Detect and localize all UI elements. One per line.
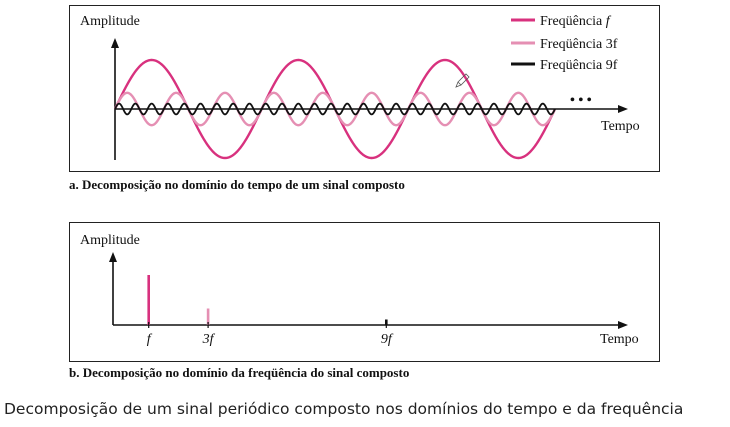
b-bars-group: f 3f 9f [147, 275, 394, 347]
legend-suffix-3f: 3f [606, 37, 618, 52]
legend-item-f: Freqüência f [511, 14, 612, 29]
a-x-axis-arrow [618, 105, 628, 113]
legend-suffix-9f: 9f [606, 58, 618, 73]
b-x-axis-label: Tempo [600, 332, 639, 347]
legend-label-9f: Freqüência 9f [540, 58, 618, 73]
frequency-domain-chart: Amplitude Tempo f 3f 9f [80, 233, 639, 347]
a-continuation-dots: • • • [570, 93, 592, 108]
a-y-axis-label: Amplitude [80, 14, 140, 29]
b-y-axis-label: Amplitude [80, 233, 140, 248]
legend-name-9f: Freqüência [540, 58, 603, 73]
tick-label-3f: 3f [202, 332, 216, 347]
tick-label-9f: 9f [381, 332, 394, 347]
legend-name-3f: Freqüência [540, 37, 603, 52]
b-y-axis-arrow [109, 252, 117, 262]
legend-label-f: Freqüência f [540, 14, 612, 29]
time-domain-panel [69, 5, 660, 172]
a-x-axis-label: Tempo [601, 119, 640, 134]
legend-suffix-f: f [606, 14, 612, 29]
b-x-axis-arrow [618, 321, 628, 329]
frequency-domain-caption: b. Decomposição no domínio da freqüência… [69, 365, 410, 380]
legend-name-f: Freqüência [540, 14, 603, 29]
time-domain-caption: a. Decomposição no domínio do tempo de u… [69, 177, 405, 192]
time-domain-chart: Amplitude Tempo • • • Freqüência f Freqü… [80, 14, 640, 160]
frequency-domain-panel [69, 222, 660, 362]
a-legend: Freqüência f Freqüência 3f Freqüência 9f [511, 14, 618, 73]
a-y-axis-arrow [111, 38, 119, 48]
pencil-icon [455, 73, 470, 88]
legend-label-3f: Freqüência 3f [540, 37, 618, 52]
legend-item-9f: Freqüência 9f [511, 58, 618, 73]
figure-caption: Decomposição de um sinal periódico compo… [4, 400, 684, 418]
legend-item-3f: Freqüência 3f [511, 37, 618, 52]
tick-label-f: f [147, 332, 153, 347]
